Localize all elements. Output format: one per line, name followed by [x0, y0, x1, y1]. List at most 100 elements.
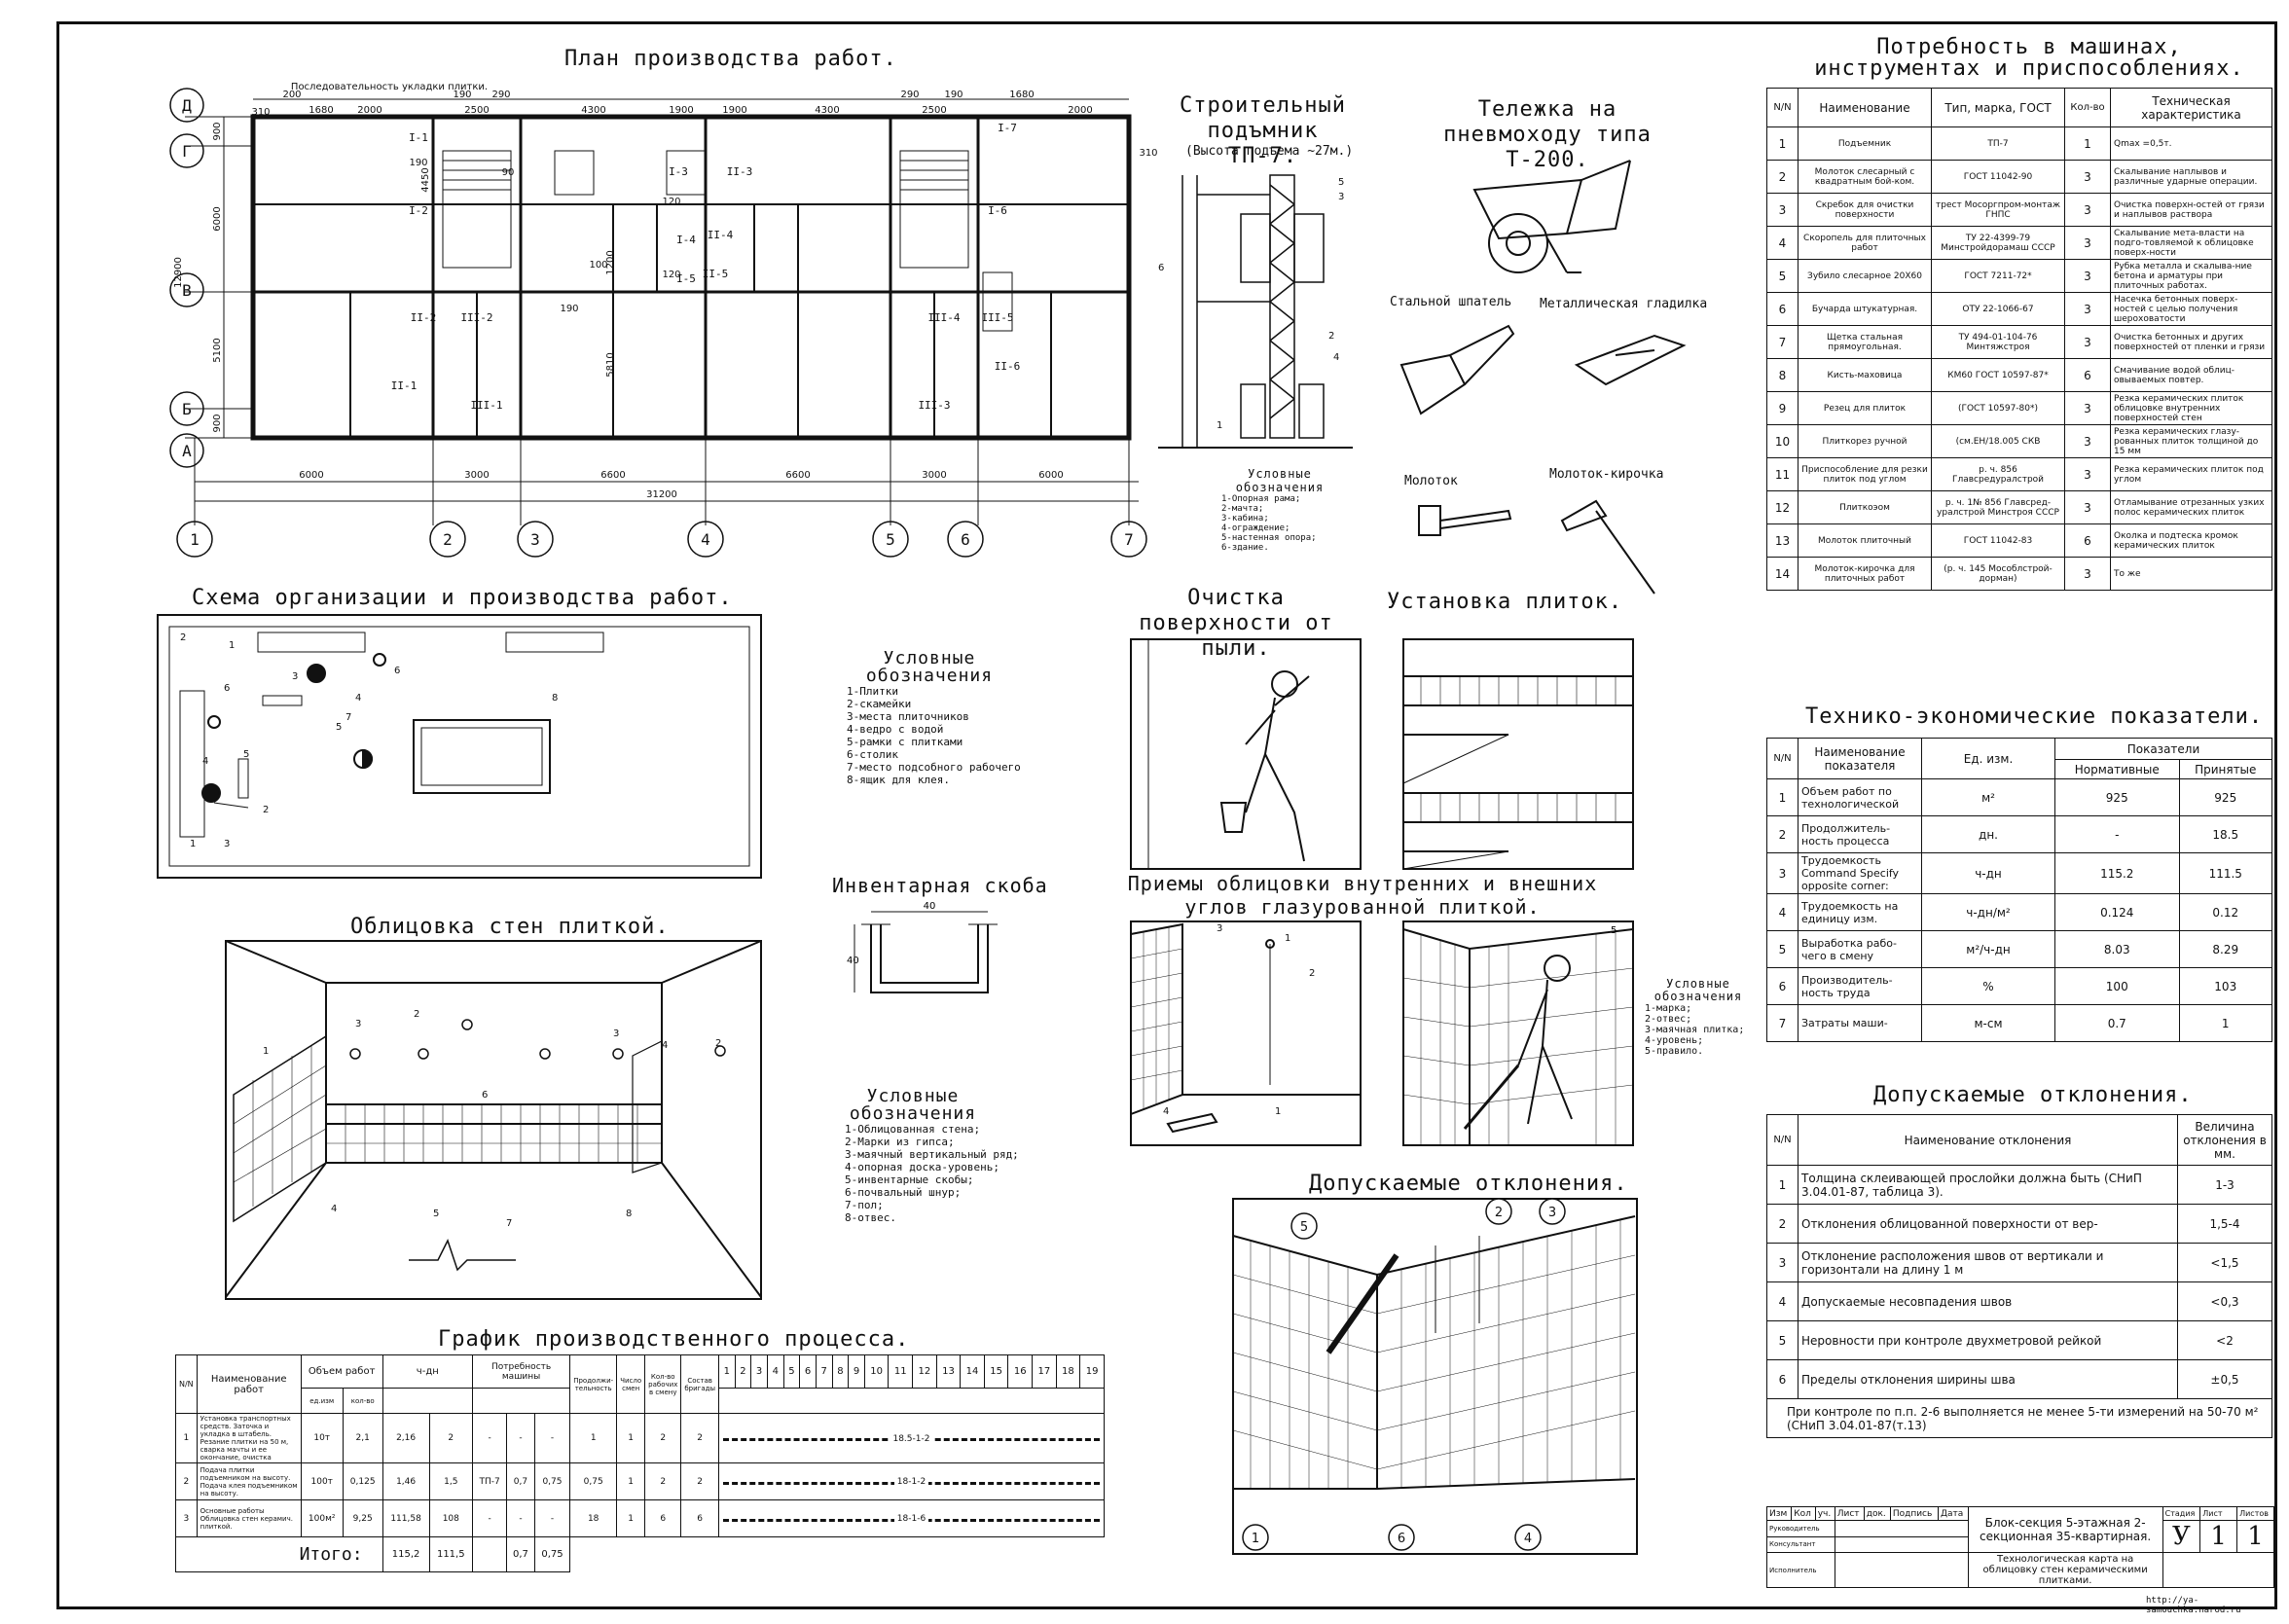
needs-cell: 11 — [1766, 457, 1798, 491]
needs-cell: трест Мосоргпром-монтаж ГНПС — [1931, 193, 2065, 227]
needs-cell: ГОСТ 11042-83 — [1931, 523, 2065, 558]
room-label: II-5 — [703, 268, 729, 280]
needs-cell: ОТУ 22-1066-67 — [1931, 292, 2065, 326]
dim-top: 4300 — [815, 105, 839, 116]
needs-header: Техническая характеристика — [2110, 88, 2272, 127]
room-label: III-4 — [927, 311, 960, 324]
needs-cell: 4 — [1766, 226, 1798, 260]
install-drawing — [1402, 638, 1634, 870]
needs-cell: (ГОСТ 10597-80*) — [1931, 391, 2065, 425]
schedule-cell: 0,75 — [533, 1462, 571, 1500]
day-header: 6 — [799, 1354, 817, 1389]
needs-cell: ТУ 494-01-104-76 Минтяжстроя — [1931, 325, 2065, 359]
needs-cell: 2 — [1766, 160, 1798, 194]
axis-letter: А — [182, 442, 192, 460]
room-label: I-3 — [669, 165, 688, 178]
needs-cell: Молоток плиточный — [1798, 523, 1932, 558]
day-header: 1 — [717, 1354, 736, 1389]
title-block: Изм Кол уч. Лист док. Подпись Дата Блок-… — [1765, 1506, 2275, 1588]
schedule-title: График производственного процесса. — [438, 1327, 910, 1352]
plan-title: План производства работ. — [564, 47, 897, 71]
wheelbarrow-drawing — [1472, 160, 1631, 273]
needs-cell: Молоток слесарный с квадратным бой-ком. — [1798, 160, 1932, 194]
needs-cell: р. ч. 856 Главсредуралстрой — [1931, 457, 2065, 491]
lift-legend-item: 6-здание. — [1221, 543, 1269, 553]
corners-drawing-right: 5 — [1402, 920, 1634, 1146]
tech-header: Ед. изм. — [1921, 738, 2055, 779]
corners-legend-item: 4-уровень; — [1645, 1035, 1704, 1046]
cleaning-drawing — [1130, 638, 1362, 870]
day-header: 8 — [831, 1354, 850, 1389]
schedule-cell: 2 — [680, 1462, 719, 1500]
dim-top: 1680 — [1009, 90, 1034, 100]
tech-cell: м² — [1921, 778, 2055, 816]
schedule-cell: 1 — [569, 1413, 618, 1463]
cladding-legend: Условные обозначения 1-Облицованная стен… — [845, 1088, 1039, 1225]
needs-cell: 3 — [2064, 193, 2111, 227]
dev-cell: 5 — [1766, 1320, 1798, 1360]
lift-title: Строительный подъмник ТП-7. — [1180, 93, 1346, 168]
dim-bottom: 3000 — [922, 470, 946, 481]
tech-cell: 100 — [2054, 967, 2180, 1005]
svg-text:7: 7 — [506, 1218, 512, 1229]
tech-cell: 1 — [2178, 1004, 2272, 1042]
svg-text:4: 4 — [1163, 1106, 1169, 1117]
dev-cell: Допускаемые несовпадения швов — [1798, 1281, 2178, 1321]
needs-cell: 1 — [1766, 126, 1798, 161]
svg-text:6: 6 — [1158, 263, 1164, 273]
svg-text:5: 5 — [433, 1209, 439, 1219]
tech-cell: 3 — [1766, 852, 1798, 894]
schedule-cell: 100т — [300, 1462, 344, 1500]
room-label: III-5 — [981, 311, 1013, 324]
tech-cell: - — [2054, 815, 2180, 853]
tech-cell: 6 — [1766, 967, 1798, 1005]
dim-left: 900 — [212, 122, 223, 140]
day-header: 4 — [766, 1354, 784, 1389]
schedule-header: Объем работ — [300, 1354, 383, 1389]
dev-cell: 1,5-4 — [2177, 1204, 2272, 1244]
dim-top: 290 — [491, 90, 510, 100]
tech-cell: Трудоемкость Command Specify opposite co… — [1798, 852, 1922, 894]
tech-econ-table: N/N Наименование показателя Ед. изм. Пок… — [1766, 738, 2272, 1042]
schedule-cell: 10т — [300, 1413, 344, 1463]
needs-cell: Кисть-маховица — [1798, 358, 1932, 392]
scheme-drawing: 213 456 781 326 54 — [157, 614, 762, 879]
schedule-cell: 2,1 — [342, 1413, 383, 1463]
cladding-legend-item: 3-маячный вертикальный ряд; — [845, 1148, 1019, 1161]
deviations-table: N/N Наименование отклонения Величина отк… — [1766, 1114, 2272, 1438]
needs-cell: Рубка металла и скалыва-ние бетона и арм… — [2110, 259, 2272, 293]
needs-cell: Скребок для очистки поверхности — [1798, 193, 1932, 227]
tech-cell: дн. — [1921, 815, 2055, 853]
needs-cell: ГОСТ 7211-72* — [1931, 259, 2065, 293]
tech-cell: Объем работ по технологической — [1798, 778, 1922, 816]
needs-cell: 3 — [2064, 424, 2111, 458]
tech-cell: 8.29 — [2178, 930, 2272, 968]
tech-cell: ч-дн — [1921, 852, 2055, 894]
svg-text:3: 3 — [224, 839, 230, 849]
tech-header: Принятые — [2178, 759, 2272, 779]
bracket-width: 40 — [924, 901, 936, 912]
svg-text:2: 2 — [1328, 331, 1334, 342]
svg-text:2: 2 — [263, 805, 269, 815]
schedule-cell: 2,16 — [382, 1413, 430, 1463]
room-label: I-1 — [409, 131, 428, 144]
room-label: I-7 — [998, 122, 1017, 134]
lift-legend-item: 2-мачта; — [1221, 504, 1264, 514]
dim-top: 1680 — [309, 105, 333, 116]
schedule-cell: 0,7 — [506, 1462, 535, 1500]
needs-cell: ГОСТ 11042-90 — [1931, 160, 2065, 194]
hammer-label: Молоток — [1404, 474, 1458, 488]
needs-cell: Скалывание мета-власти на подго-товляемо… — [2110, 226, 2272, 260]
dim-top: 1900 — [669, 105, 693, 116]
day-header: 14 — [960, 1354, 985, 1389]
schedule-cell: 111,58 — [382, 1499, 430, 1537]
needs-cell: ТП-7 — [1931, 126, 2065, 161]
